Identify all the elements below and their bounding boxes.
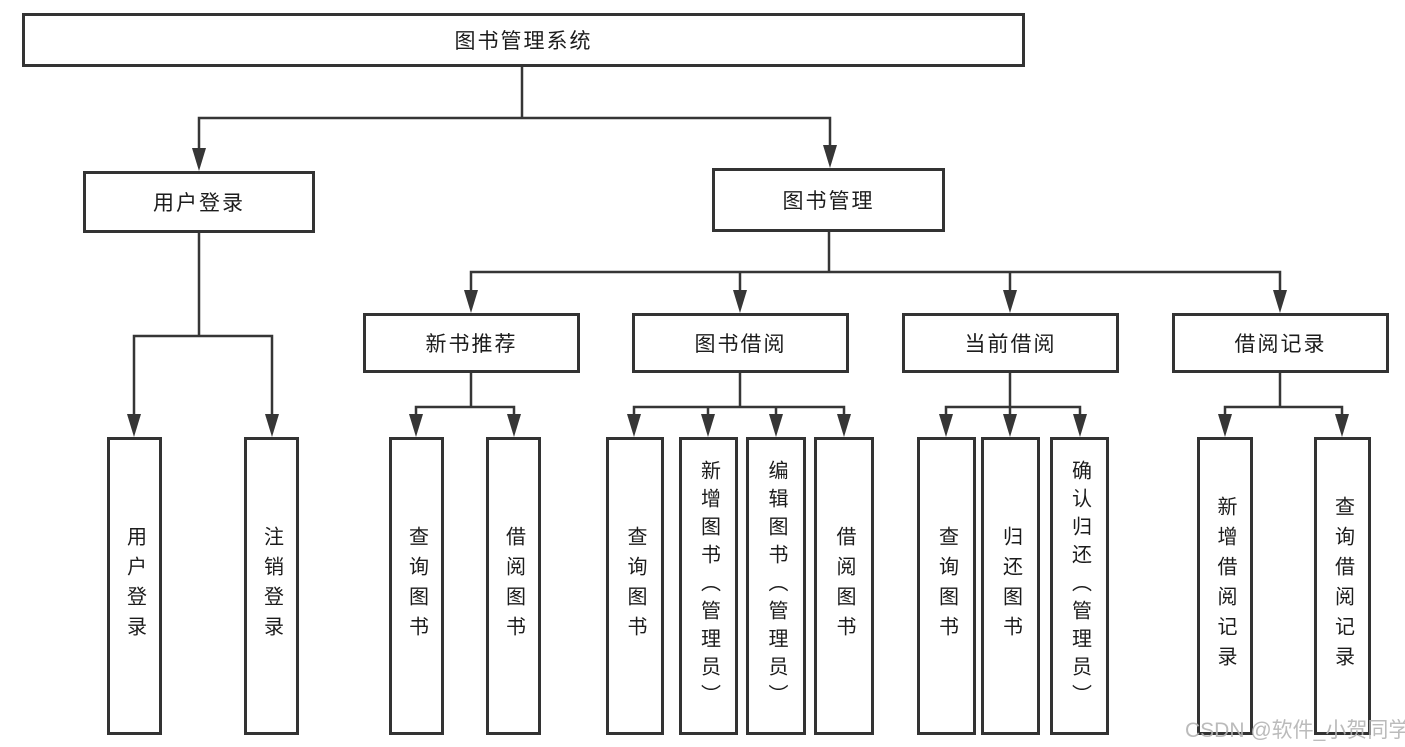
leaf-query-borrow-record: 查询借阅记录 xyxy=(1314,437,1371,735)
leaf-borrow-books-2: 借阅图书 xyxy=(814,437,874,735)
leaf-borrow-books-1: 借阅图书 xyxy=(486,437,541,735)
node-book-management: 图书管理 xyxy=(712,168,945,232)
node-root-label: 图书管理系统 xyxy=(454,30,593,53)
node-user-login: 用户登录 xyxy=(83,171,315,233)
node-new-book-recommend-label: 新书推荐 xyxy=(425,333,518,356)
leaf-query-books-3: 查询图书 xyxy=(917,437,976,735)
leaf-edit-books-admin: 编辑图书（管理员） xyxy=(746,437,806,735)
node-new-book-recommend: 新书推荐 xyxy=(363,313,580,373)
connector-root-split xyxy=(192,67,837,171)
leaf-logout: 注销登录 xyxy=(244,437,299,735)
node-borrowing-records-label: 借阅记录 xyxy=(1234,333,1327,356)
leaf-query-books-1: 查询图书 xyxy=(389,437,444,735)
connector-book-management-split xyxy=(464,232,1287,313)
leaf-return-books: 归还图书 xyxy=(981,437,1040,735)
node-book-borrowing: 图书借阅 xyxy=(632,313,849,373)
connector-borrowing-records-split xyxy=(1218,373,1349,437)
node-root-system: 图书管理系统 xyxy=(22,13,1025,67)
node-current-borrowing: 当前借阅 xyxy=(902,313,1119,373)
connector-book-borrowing-split xyxy=(627,373,851,437)
leaf-add-borrow-record: 新增借阅记录 xyxy=(1197,437,1253,735)
node-user-login-label: 用户登录 xyxy=(153,192,245,215)
leaf-query-books-2: 查询图书 xyxy=(606,437,664,735)
node-book-borrowing-label: 图书借阅 xyxy=(694,333,787,356)
node-current-borrowing-label: 当前借阅 xyxy=(964,333,1057,356)
leaf-user-login: 用户登录 xyxy=(107,437,162,735)
csdn-watermark: CSDN @软件_小贺同学 xyxy=(1185,719,1405,742)
connector-current-borrowing-split xyxy=(939,373,1087,437)
leaf-confirm-return-admin: 确认归还（管理员） xyxy=(1050,437,1109,735)
connector-user-login-split xyxy=(127,233,279,437)
connector-new-book-split xyxy=(409,373,521,437)
leaf-add-books-admin: 新增图书（管理员） xyxy=(679,437,738,735)
node-book-management-label: 图书管理 xyxy=(782,190,875,213)
node-borrowing-records: 借阅记录 xyxy=(1172,313,1389,373)
